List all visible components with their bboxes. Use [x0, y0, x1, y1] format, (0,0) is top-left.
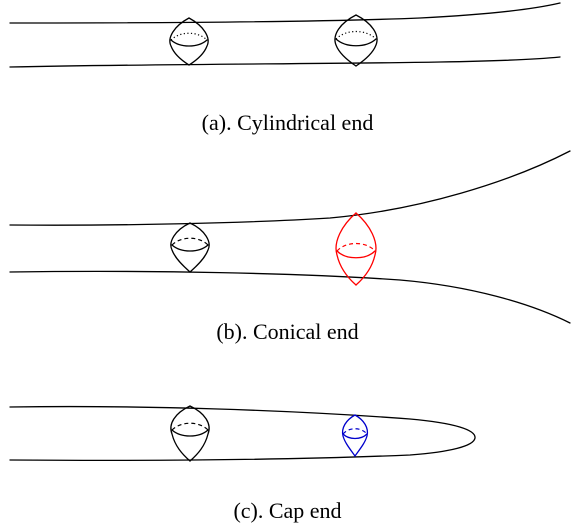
panel-b-top-boundary [9, 150, 571, 226]
panel-c-cross-section-2 [341, 414, 369, 457]
cross-section-left-arc [334, 14, 357, 67]
panel-b-bottom-boundary [9, 270, 571, 324]
panel-c-cap-end [9, 405, 476, 462]
panel-b-conical-end [9, 150, 571, 324]
cross-section-back-curve [342, 428, 368, 435]
cross-section-left-arc [170, 405, 191, 462]
cross-section-back-curve [171, 422, 209, 431]
panel-a-caption: (a). Cylindrical end [201, 110, 374, 135]
cross-section-back-curve [336, 242, 376, 252]
cross-section-front-curve [171, 429, 209, 437]
cross-section-left-arc [335, 212, 357, 286]
panel-c-cross-section-1 [170, 405, 210, 462]
cross-section-back-curve [171, 237, 209, 246]
panel-a-cylindrical-end [9, 2, 561, 68]
panel-a-bottom-boundary [9, 56, 561, 68]
cross-section-right-arc [189, 222, 210, 273]
cross-section-front-curve [335, 38, 377, 47]
panel-a-cross-section-1 [169, 17, 209, 66]
cross-section-left-arc [169, 17, 190, 66]
cross-section-right-arc [354, 414, 369, 457]
cross-section-right-arc [188, 17, 209, 66]
cross-section-front-curve [336, 250, 376, 259]
cross-section-right-arc [355, 212, 377, 286]
cross-section-front-curve [171, 244, 209, 252]
panel-b-caption: (b). Conical end [216, 319, 359, 344]
cross-section-front-curve [342, 433, 368, 440]
cross-section-left-arc [170, 222, 191, 273]
cross-section-front-curve [170, 39, 208, 47]
panel-c-cap-boundary [9, 405, 476, 461]
cross-section-back-curve [170, 32, 208, 41]
cross-section-left-arc [341, 414, 356, 457]
panel-a-cross-section-2 [334, 14, 378, 67]
cross-section-right-arc [355, 14, 378, 67]
panel-b-cross-section-1 [170, 222, 210, 273]
panel-a-top-boundary [9, 2, 561, 24]
panel-c-caption: (c). Cap end [233, 498, 342, 523]
cross-section-right-arc [189, 405, 210, 462]
cross-section-back-curve [335, 30, 377, 40]
panel-b-cross-section-2 [335, 212, 377, 286]
